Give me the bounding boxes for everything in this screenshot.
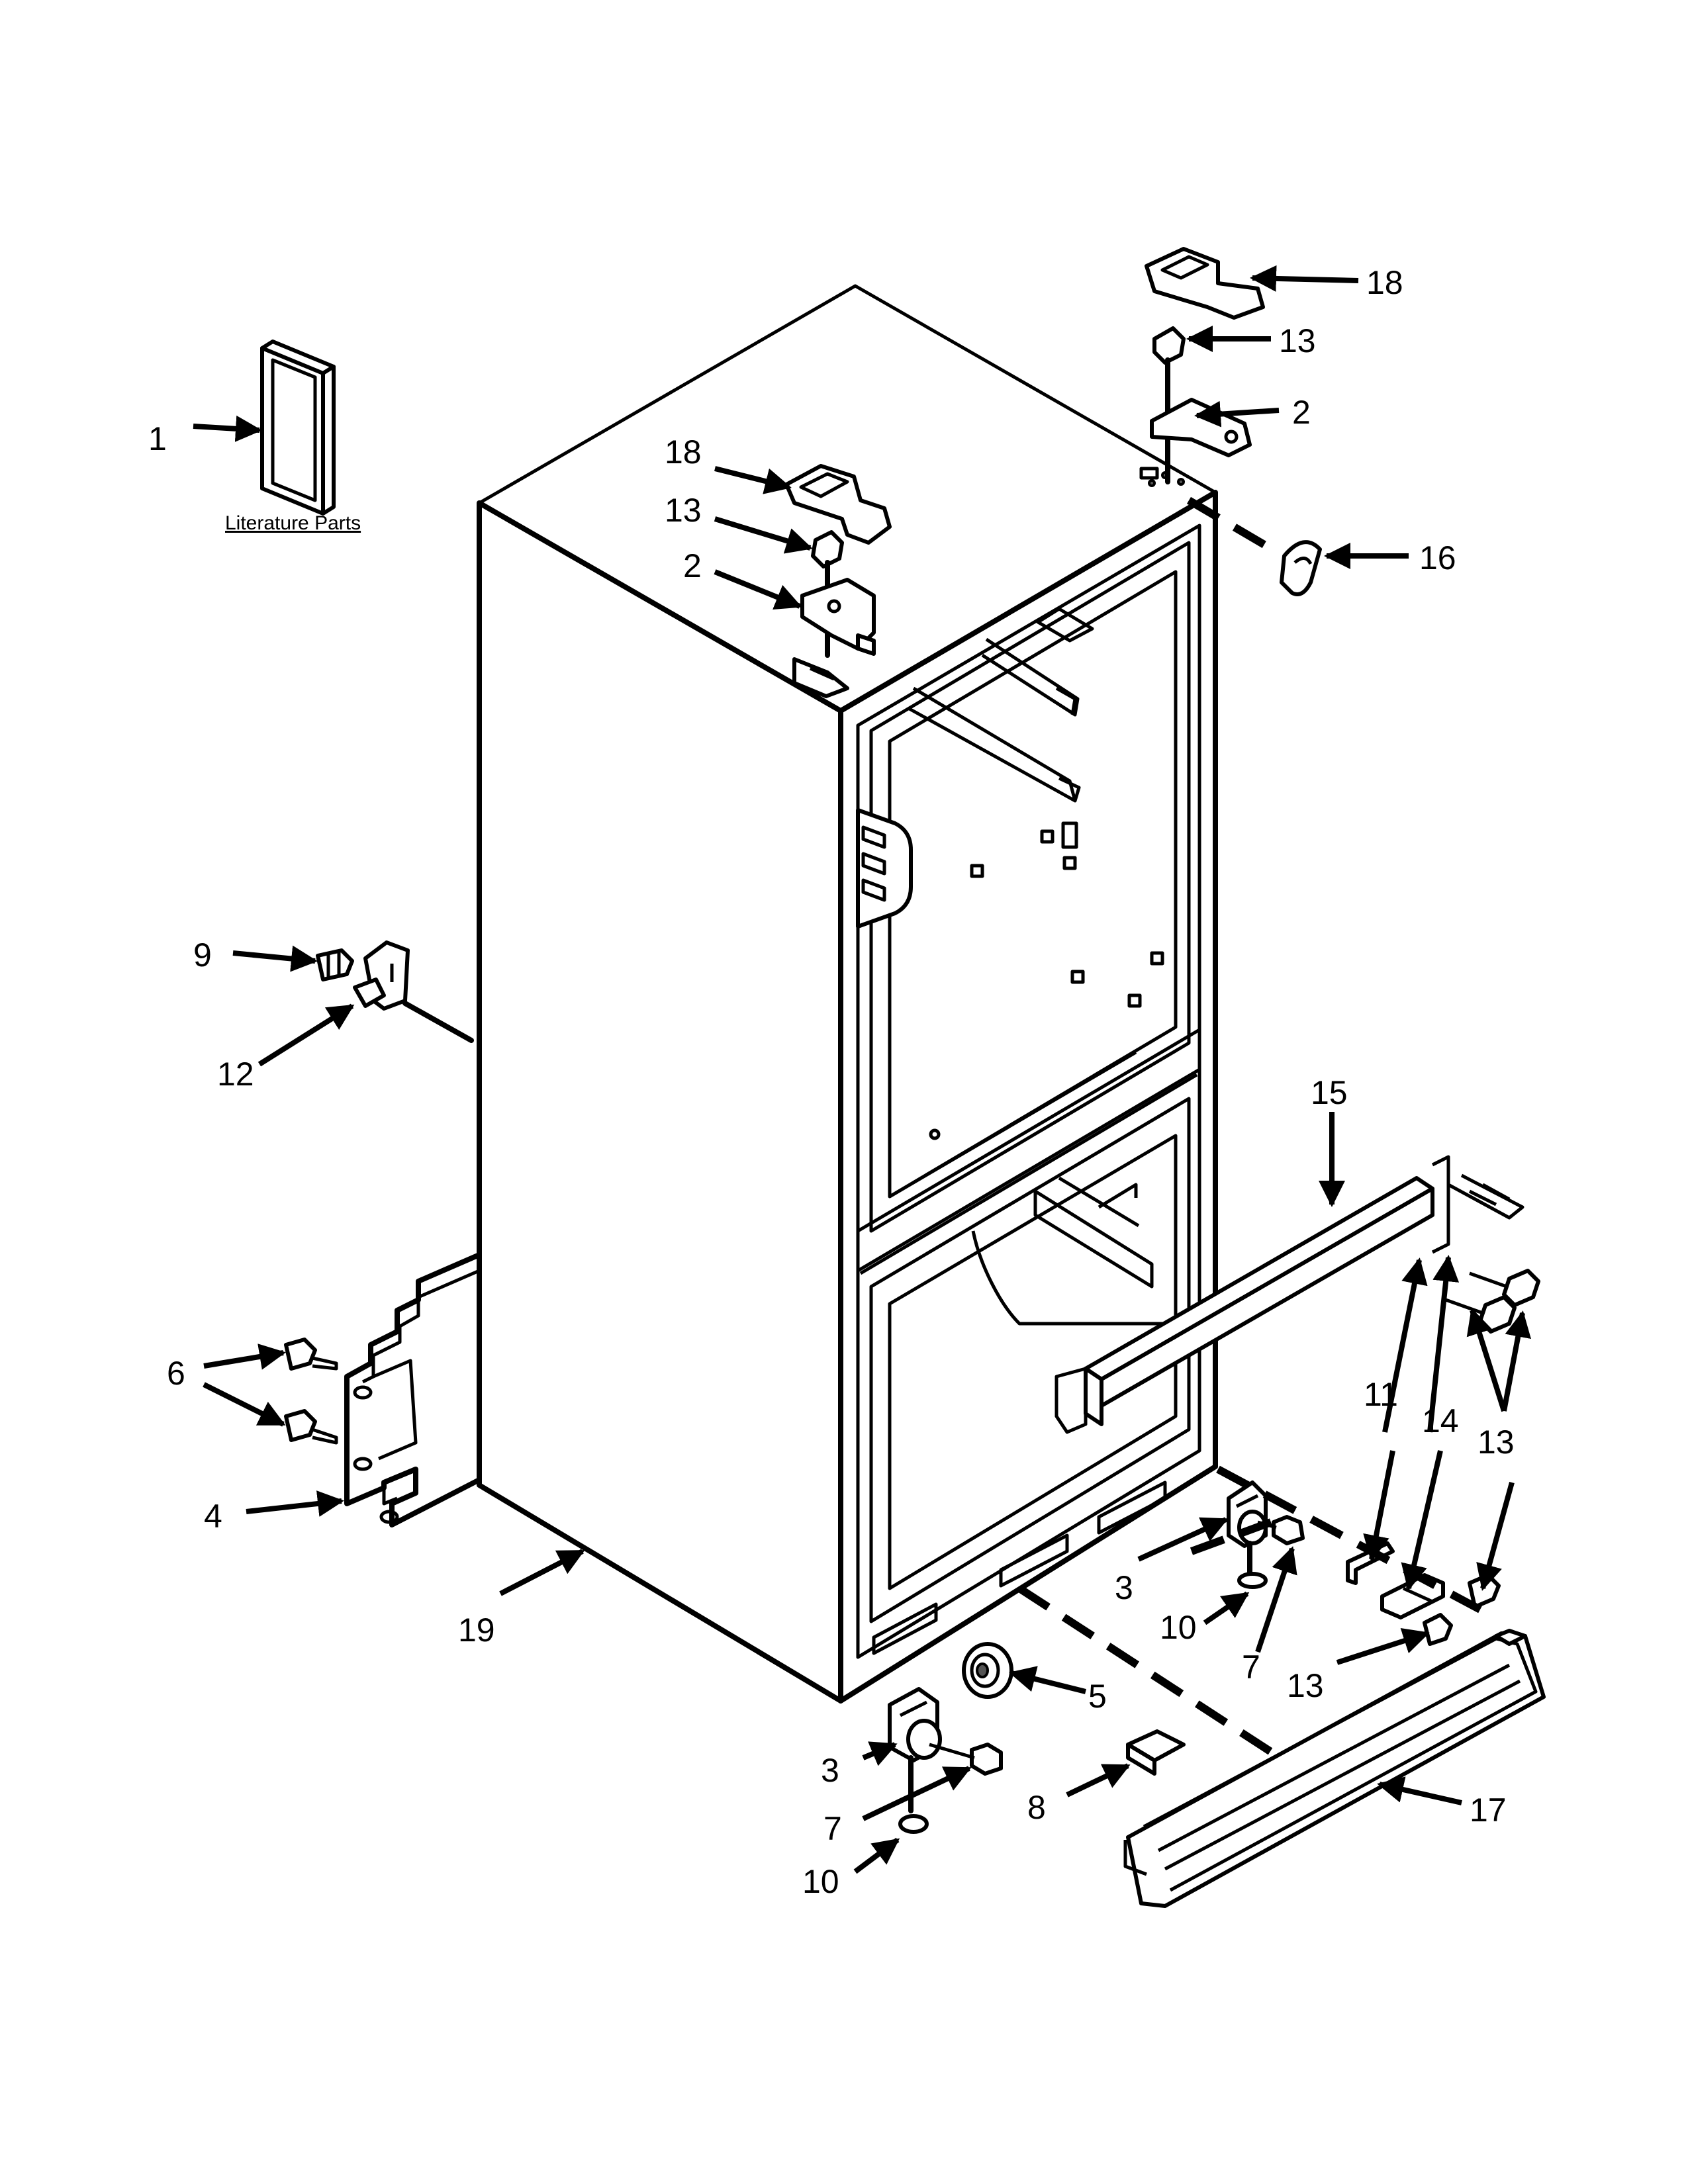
callout-8: 8 [1027, 1789, 1046, 1826]
callout-16: 16 [1419, 539, 1456, 576]
callout-9: 9 [193, 936, 212, 974]
callout-13-right: 13 [1477, 1424, 1515, 1461]
callout-19: 19 [458, 1612, 495, 1649]
leveler-left [888, 1687, 1003, 1834]
callout-18-right: 18 [1366, 264, 1403, 301]
callout-2-left: 2 [683, 547, 702, 584]
top-hinge-right [1145, 247, 1265, 484]
callout-13-top-right: 13 [1279, 322, 1316, 359]
callout-11: 11 [1364, 1376, 1398, 1413]
callout-3-left: 3 [821, 1752, 839, 1789]
roller [962, 1642, 1013, 1699]
callout-7-right: 7 [1242, 1649, 1260, 1686]
callout-13-bottom: 13 [1287, 1667, 1324, 1704]
callout-17: 17 [1470, 1792, 1507, 1829]
callout-2-right: 2 [1292, 394, 1311, 431]
callout-10-right: 10 [1160, 1609, 1197, 1646]
callout-13-top-left: 13 [665, 492, 702, 529]
side-panel [344, 1252, 482, 1527]
hinge-cap [1280, 540, 1322, 596]
front-rail-bar [1055, 1155, 1524, 1434]
leader-arrows [193, 265, 1531, 1874]
callout-10-left: 10 [802, 1863, 839, 1900]
screws-13-right [1445, 1269, 1540, 1334]
callout-7-left: 7 [823, 1810, 842, 1847]
side-bracket [316, 940, 474, 1043]
callout-18-left: 18 [665, 433, 702, 471]
callout-labels: 1 Literature Parts 18 13 2 16 18 13 2 9 … [148, 264, 1515, 1900]
base-grille [1123, 1629, 1546, 1908]
literature-parts-book [260, 340, 336, 516]
callout-5: 5 [1088, 1678, 1107, 1715]
callout-14: 14 [1422, 1402, 1459, 1439]
callout-6: 6 [167, 1355, 185, 1392]
callout-12: 12 [217, 1056, 254, 1093]
clip [1126, 1729, 1186, 1776]
callout-1: 1 [148, 420, 167, 457]
literature-parts-label: Literature Parts [225, 512, 361, 534]
callout-3-right: 3 [1115, 1569, 1133, 1606]
callout-15: 15 [1311, 1074, 1348, 1111]
screws-6 [284, 1338, 338, 1445]
top-hinge-left [784, 464, 892, 698]
callout-4: 4 [204, 1498, 222, 1535]
